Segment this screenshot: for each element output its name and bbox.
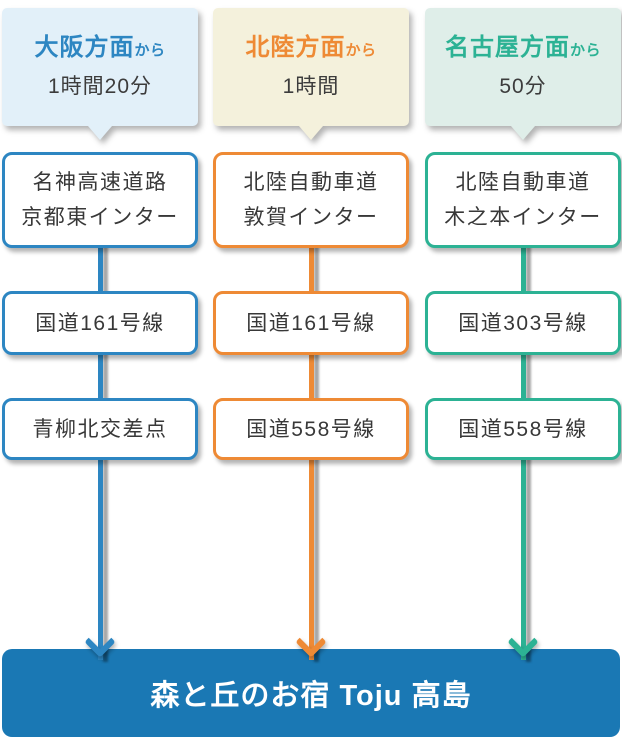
origin-suffix: から [569,42,601,60]
route-column-nagoya: 名古屋方面から 50分 北陸自動車道 木之本インター 国道303号線 国道558… [425,0,621,740]
duration-label: 1時間 [282,74,340,98]
step-line: 国道558号線 [458,417,588,441]
step-line: 青柳北交差点 [32,417,168,441]
bubble-tail-icon [88,126,112,140]
step-line: 敦賀インター [243,206,379,229]
bubble-tail-icon [511,126,535,140]
route-column-hokuriku: 北陸方面から 1時間 北陸自動車道 敦賀インター 国道161号線 国道558号線 [213,0,409,740]
step-box: 名神高速道路 京都東インター [2,152,198,248]
step-line: 北陸自動車道 [455,171,591,194]
step-line: 国道161号線 [35,311,165,335]
bubble-tail-icon [299,126,323,140]
duration-label: 50分 [499,74,547,98]
step-box: 国道558号線 [213,398,409,460]
origin-label: 大阪方面から [34,34,166,62]
step-box: 北陸自動車道 木之本インター [425,152,621,248]
duration-label: 1時間20分 [47,74,153,98]
step-box: 国道161号線 [213,291,409,355]
step-line: 名神高速道路 [32,171,168,194]
step-box: 国道161号線 [2,291,198,355]
origin-header: 北陸方面から 1時間 [213,8,409,140]
step-line: 木之本インター [444,206,602,229]
origin-header: 名古屋方面から 50分 [425,8,621,140]
destination-bar: 森と丘のお宿 Toju 高島 [2,649,620,737]
origin-suffix: から [345,42,377,60]
step-line: 国道558号線 [246,417,376,441]
arrow-down-icon [295,626,327,658]
step-line: 京都東インター [21,206,179,229]
route-column-osaka: 大阪方面から 1時間20分 名神高速道路 京都東インター 国道161号線 青柳北… [2,0,198,740]
step-box: 北陸自動車道 敦賀インター [213,152,409,248]
origin-header: 大阪方面から 1時間20分 [2,8,198,140]
step-box: 国道303号線 [425,291,621,355]
origin-label: 北陸方面から [245,34,377,62]
destination-label: 森と丘のお宿 Toju 高島 [150,680,472,712]
step-line: 北陸自動車道 [243,171,379,194]
origin-suffix: から [134,42,166,60]
step-box: 国道558号線 [425,398,621,460]
arrow-down-icon [507,626,539,658]
arrow-down-icon [84,626,116,658]
step-box: 青柳北交差点 [2,398,198,460]
origin-label: 名古屋方面から [444,34,601,62]
step-line: 国道303号線 [458,311,588,335]
step-line: 国道161号線 [246,311,376,335]
